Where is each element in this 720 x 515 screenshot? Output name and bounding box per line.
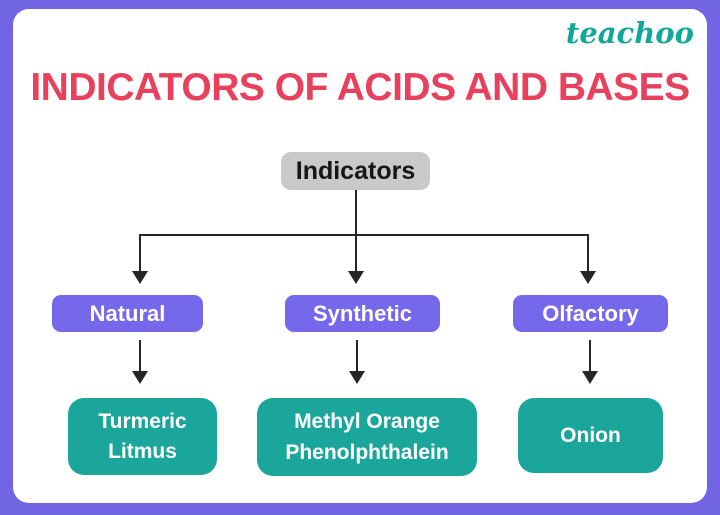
- arrow-down-icon: [580, 271, 596, 284]
- node-natural: Natural: [52, 295, 203, 332]
- arrow-down-icon: [132, 271, 148, 284]
- example-phenolphthalein: Phenolphthalein: [285, 440, 449, 464]
- connector-natural-leaf: [139, 340, 141, 372]
- connector-horizontal-bar: [139, 234, 589, 236]
- node-olfactory: Olfactory: [513, 295, 668, 332]
- connector-drop-olfactory: [587, 234, 589, 272]
- node-indicators: Indicators: [281, 152, 430, 190]
- example-methyl-orange: Methyl Orange: [294, 410, 440, 434]
- connector-synthetic-leaf: [356, 340, 358, 372]
- node-indicators-label: Indicators: [295, 156, 416, 185]
- arrow-down-icon: [349, 371, 365, 384]
- page-title: INDICATORS OF ACIDS AND BASES: [30, 66, 690, 109]
- node-synthetic: Synthetic: [285, 295, 440, 332]
- arrow-down-icon: [582, 371, 598, 384]
- node-olfactory-label: Olfactory: [542, 300, 639, 326]
- arrow-down-icon: [348, 271, 364, 284]
- node-natural-examples: Turmeric Litmus: [68, 398, 217, 475]
- example-turmeric: Turmeric: [98, 410, 187, 433]
- arrow-down-icon: [132, 371, 148, 384]
- example-litmus: Litmus: [108, 440, 177, 463]
- example-onion: Onion: [560, 424, 621, 447]
- node-synthetic-label: Synthetic: [312, 300, 413, 326]
- node-synthetic-examples: Methyl Orange Phenolphthalein: [257, 398, 477, 476]
- connector-drop-natural: [139, 234, 141, 272]
- node-natural-label: Natural: [89, 300, 166, 326]
- node-olfactory-examples: Onion: [518, 398, 663, 473]
- connector-root-stem: [355, 190, 357, 272]
- connector-olfactory-leaf: [589, 340, 591, 372]
- brand-logo: teachoo: [565, 16, 694, 50]
